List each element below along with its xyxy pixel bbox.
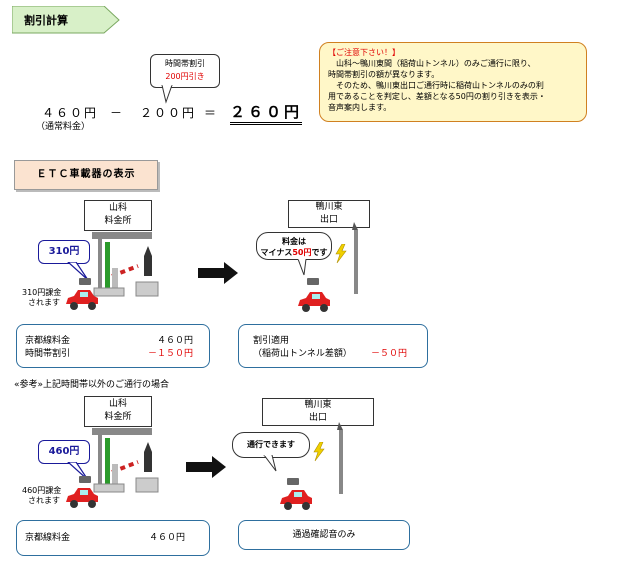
toll-gate-icon bbox=[92, 428, 159, 493]
notice-line: 用であることを判定し、差額となる50円の割り引きを表示・ bbox=[328, 92, 546, 101]
fare-label: 京都線料金 bbox=[25, 533, 71, 543]
exit-bubble-tail bbox=[263, 455, 277, 472]
discount-label: 時間帯割引 bbox=[25, 349, 71, 359]
notice-line: 音声案内します。 bbox=[328, 103, 392, 112]
exit-antenna-icon bbox=[352, 222, 358, 294]
exit-label: 鴨川東 出口 bbox=[262, 398, 374, 426]
fare-label: 京都線料金 bbox=[25, 336, 71, 346]
exit-bubble-tail bbox=[297, 259, 307, 276]
car-icon bbox=[280, 490, 312, 510]
etc-display-right: 割引適用 （稲荷山トンネル差額） －５０円 bbox=[238, 324, 428, 368]
car-icon bbox=[298, 292, 330, 312]
exit-bubble: 料金は マイナス50円です bbox=[256, 232, 332, 260]
charged-note: 310円課金 されます bbox=[22, 288, 62, 307]
discount-bubble: 時間帯割引 200円引き bbox=[150, 54, 220, 88]
notice-line: 時間帯割引の額が異なります。 bbox=[328, 70, 440, 79]
exit-antenna-icon bbox=[337, 422, 343, 494]
etc-unit-icon bbox=[79, 476, 91, 483]
toll-gate-icon bbox=[92, 232, 159, 297]
notice-line: 山科～鴨川東間（稲荷山トンネル）のみご通行に限り、 bbox=[336, 59, 536, 68]
fare-bubble: 310円 bbox=[38, 240, 90, 264]
result-amount: ２６０円 bbox=[230, 101, 303, 125]
car-icon bbox=[66, 290, 98, 310]
reference-title: «参考»上記時間帯以外のご通行の場合 bbox=[14, 380, 170, 390]
discount-bubble-tail bbox=[161, 85, 173, 104]
exit-label: 鴨川東 出口 bbox=[288, 200, 370, 228]
section-title: ＥＴＣ車載器の表示 bbox=[36, 169, 136, 180]
fare-bubble-tail bbox=[67, 462, 89, 481]
minus-sign: － bbox=[110, 106, 123, 120]
notice-title: 【ご注意下さい！】 bbox=[328, 48, 400, 57]
section-title: 割引計算 bbox=[24, 14, 68, 27]
discount-applied-label: 割引適用 bbox=[253, 336, 290, 346]
tunnel-diff-label: （稲荷山トンネル差額） bbox=[253, 349, 352, 359]
signal-icon bbox=[313, 442, 325, 462]
etc-display-right: 通過確認音のみ bbox=[238, 520, 410, 550]
normal-fare-note: （通常料金） bbox=[36, 122, 91, 132]
car-icon bbox=[66, 488, 98, 508]
section-header-etc: ＥＴＣ車載器の表示 bbox=[14, 160, 158, 190]
fare-bubble-tail bbox=[67, 262, 89, 281]
section-header-shape bbox=[11, 5, 120, 34]
section-header-discount: 割引計算 bbox=[11, 5, 120, 34]
normal-fare: ４６０円 bbox=[42, 106, 99, 120]
charged-note: 460円課金 されます bbox=[22, 486, 62, 505]
fare-value: ４６０円 bbox=[148, 533, 185, 543]
toll-gate-label: 山科 料金所 bbox=[84, 200, 152, 231]
etc-unit-icon bbox=[307, 278, 319, 285]
pass-confirm-label: 通過確認音のみ bbox=[292, 530, 356, 540]
toll-gate-label: 山科 料金所 bbox=[84, 396, 152, 427]
etc-display-left: 京都線料金 ４６０円 bbox=[16, 520, 210, 556]
fare-bubble: 460円 bbox=[38, 440, 90, 464]
etc-unit-icon bbox=[287, 478, 299, 485]
equals-sign: ＝ bbox=[204, 106, 217, 120]
notice-box: 【ご注意下さい！】 山科～鴨川東間（稲荷山トンネル）のみご通行に限り、 時間帯割… bbox=[319, 42, 587, 122]
arrow-right-icon bbox=[186, 456, 226, 478]
arrow-right-icon bbox=[198, 262, 238, 284]
signal-icon bbox=[335, 244, 347, 264]
notice-line: そのため、鴨川東出口ご通行時に稲荷山トンネルのみの利 bbox=[336, 81, 544, 90]
tunnel-diff-value: －５０円 bbox=[370, 349, 407, 359]
fare-value: ４６０円 bbox=[156, 336, 193, 346]
etc-display-left: 京都線料金 ４６０円 時間帯割引 －１５０円 bbox=[16, 324, 210, 368]
discount-amount: ２００円 bbox=[140, 106, 197, 120]
etc-unit-icon bbox=[79, 278, 91, 285]
discount-value: －１５０円 bbox=[147, 349, 193, 359]
